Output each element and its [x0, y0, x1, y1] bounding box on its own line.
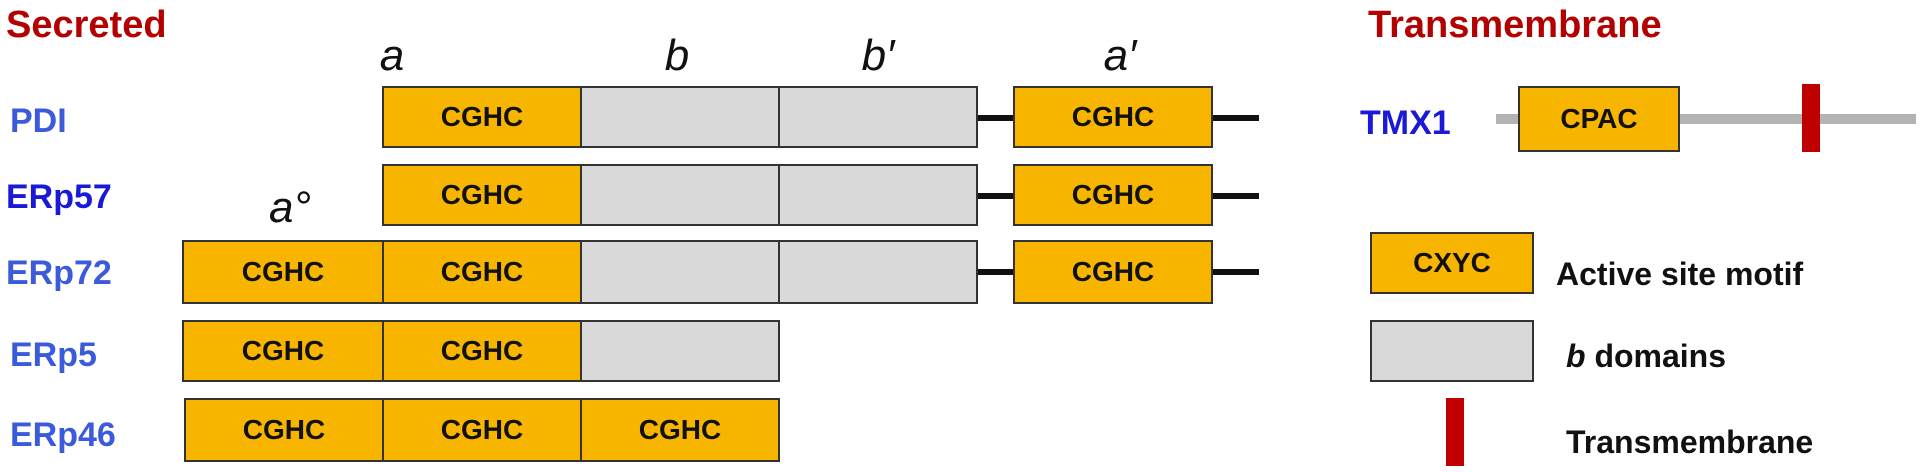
- erp72-domain-b-prime: [778, 240, 978, 304]
- erp72-domain-a-zero: CGHC: [182, 240, 384, 304]
- protein-label-pdi: PDI: [10, 102, 67, 140]
- protein-label-tmx1: TMX1: [1360, 104, 1451, 142]
- legend-b-italic: b: [1566, 338, 1586, 374]
- erp5-domain-a: CGHC: [382, 320, 582, 382]
- protein-label-erp57: ERp57: [6, 178, 112, 216]
- domain-letter-a: a: [379, 31, 405, 80]
- tmx1-backbone: [1496, 114, 1916, 124]
- erp72-domain-a-prime: CGHC: [1013, 240, 1213, 304]
- pdi-domain-a: CGHC: [382, 86, 582, 148]
- pdi-linker: [978, 115, 1013, 121]
- erp5-domain-b: [580, 320, 780, 382]
- protein-label-erp72: ERp72: [6, 254, 112, 292]
- pdi-domain-b-prime: [778, 86, 978, 148]
- tmx1-transmembrane-segment: [1802, 84, 1820, 152]
- erp57-c-tail: [1213, 193, 1259, 199]
- domain-letter-b: b: [664, 31, 690, 80]
- erp72-linker: [978, 269, 1013, 275]
- erp5-domain-a-zero: CGHC: [182, 320, 384, 382]
- legend-b-domains-word: domains: [1585, 338, 1727, 374]
- legend-b-domain-label: b domains: [1566, 340, 1726, 372]
- erp72-domain-b: [580, 240, 780, 304]
- erp57-domain-a: CGHC: [382, 164, 582, 226]
- pdi-c-tail: [1213, 115, 1259, 121]
- secreted-header: Secreted: [6, 4, 167, 46]
- erp57-domain-a-prime: CGHC: [1013, 164, 1213, 226]
- erp46-domain-1: CGHC: [184, 398, 384, 462]
- pdi-domain-b: [580, 86, 780, 148]
- erp46-domain-3: CGHC: [580, 398, 780, 462]
- legend-active-site-label: Active site motif: [1556, 256, 1804, 292]
- legend-b-domain-swatch: [1370, 320, 1534, 382]
- erp57-domain-b: [580, 164, 780, 226]
- erp57-linker: [978, 193, 1013, 199]
- erp57-domain-b-prime: [778, 164, 978, 226]
- transmembrane-header: Transmembrane: [1368, 4, 1662, 46]
- domain-letter-b-prime: b′: [861, 31, 895, 80]
- pdi-domain-a-prime: CGHC: [1013, 86, 1213, 148]
- legend-transmembrane-swatch: [1446, 398, 1464, 466]
- legend-transmembrane-label: Transmembrane: [1566, 424, 1814, 460]
- tmx1-domain-cpac: CPAC: [1518, 86, 1680, 152]
- protein-label-erp46: ERp46: [10, 416, 116, 454]
- erp72-c-tail: [1213, 269, 1259, 275]
- legend-active-site-swatch: CXYC: [1370, 232, 1534, 294]
- domain-letter-a-prime: a′: [1103, 31, 1137, 80]
- erp72-domain-a: CGHC: [382, 240, 582, 304]
- domain-letter-a-zero: a°: [268, 183, 312, 232]
- erp46-domain-2: CGHC: [382, 398, 582, 462]
- protein-label-erp5: ERp5: [10, 336, 97, 374]
